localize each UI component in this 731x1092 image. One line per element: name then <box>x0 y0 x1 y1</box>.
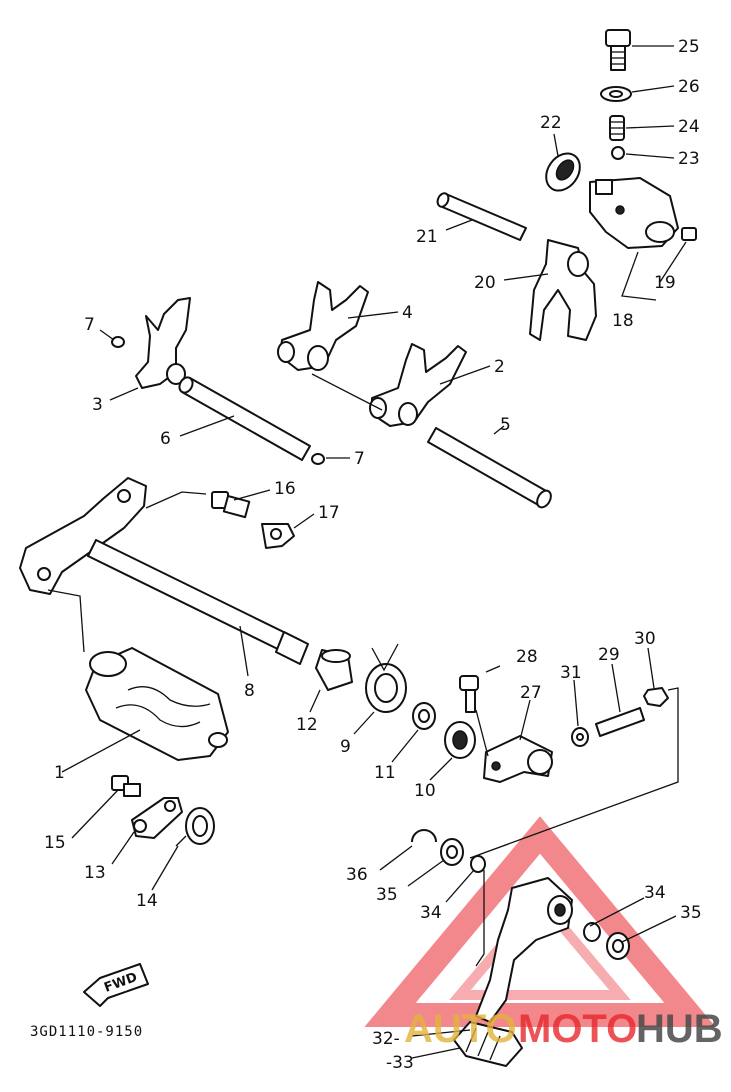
part-23-ball <box>611 146 625 160</box>
label-30: 30 <box>634 629 656 649</box>
leader-lines <box>47 45 687 1059</box>
part-16-bolt <box>211 491 251 519</box>
part-5-guide-bar <box>427 427 552 509</box>
label-26: 26 <box>678 77 700 97</box>
part-14-spring <box>175 807 215 847</box>
part-13-stopper-lever <box>131 797 183 839</box>
part-31-nut <box>571 727 589 747</box>
part-12-collar <box>315 649 353 691</box>
part-32-shift-pedal <box>475 877 573 1023</box>
label-27: 27 <box>520 683 542 703</box>
part-28-bolt <box>459 675 479 713</box>
label-34: 34 <box>420 903 442 923</box>
fwd-arrow-icon: FWD <box>83 963 149 1007</box>
part-7-circlip-lower <box>311 453 325 465</box>
part-29-stud-bolt <box>595 707 645 737</box>
label-7-upper: 7 <box>84 315 95 335</box>
label-6: 6 <box>160 429 171 449</box>
part-10-oil-seal <box>444 721 476 759</box>
label-28: 28 <box>516 647 538 667</box>
part-22-oil-seal <box>545 152 581 192</box>
label-35-right: 35 <box>680 903 702 923</box>
label-32: 32- <box>372 1029 400 1049</box>
label-21: 21 <box>416 227 438 247</box>
part-15-bolt <box>111 775 141 797</box>
part-21-guide-bar <box>436 192 527 241</box>
label-36: 36 <box>346 865 368 885</box>
part-35-washer <box>440 838 464 866</box>
label-22: 22 <box>540 113 562 133</box>
part-18-shift-arm <box>589 177 679 249</box>
part-2-shift-fork <box>369 343 467 427</box>
part-25-bolt <box>605 29 631 71</box>
part-34-o-ring <box>470 855 486 873</box>
part-26-washer-hole <box>609 90 623 98</box>
part-11-washer <box>412 702 436 730</box>
part-7-circlip-upper <box>111 336 125 348</box>
label-31: 31 <box>560 663 582 683</box>
label-24: 24 <box>678 117 700 137</box>
label-18: 18 <box>612 311 634 331</box>
label-13: 13 <box>84 863 106 883</box>
part-6-guide-bar <box>178 376 311 461</box>
label-35: 35 <box>376 885 398 905</box>
label-11: 11 <box>374 763 396 783</box>
part-20-shift-fork <box>529 239 597 341</box>
part-4-shift-fork <box>277 281 369 371</box>
label-1: 1 <box>54 763 65 783</box>
label-17: 17 <box>318 503 340 523</box>
label-23: 23 <box>678 149 700 169</box>
label-3: 3 <box>92 395 103 415</box>
part-24-spring <box>609 115 625 141</box>
part-9-return-spring <box>365 643 407 713</box>
watermark-auto: AUTO <box>404 1007 517 1051</box>
label-19: 19 <box>654 273 676 293</box>
label-7-lower: 7 <box>354 449 365 469</box>
watermark-text: AUTO MOTO HUB <box>404 1007 723 1051</box>
label-16: 16 <box>274 479 296 499</box>
catalog-code: 3GD1110-9150 <box>30 1024 143 1040</box>
part-34-o-ring-right <box>583 922 601 942</box>
label-8: 8 <box>244 681 255 701</box>
part-33-pedal-rubber <box>453 1021 523 1067</box>
part-1-shift-cam <box>85 647 229 761</box>
label-9: 9 <box>340 737 351 757</box>
watermark-moto: MOTO <box>518 1007 637 1051</box>
label-14: 14 <box>136 891 158 911</box>
part-19-pin <box>681 227 697 241</box>
part-35-washer-right <box>606 932 630 960</box>
label-25: 25 <box>678 37 700 57</box>
part-17-lock-washer <box>261 523 295 549</box>
label-15: 15 <box>44 833 66 853</box>
part-36-circlip <box>411 829 437 843</box>
label-10: 10 <box>414 781 436 801</box>
part-3-shift-fork <box>135 297 191 389</box>
part-30-nut <box>643 687 669 707</box>
part-8-shift-shaft <box>19 477 309 665</box>
label-2: 2 <box>494 357 505 377</box>
label-29: 29 <box>598 645 620 665</box>
part-27-stopper-lever <box>483 735 553 783</box>
label-12: 12 <box>296 715 318 735</box>
label-33: -33 <box>386 1053 414 1073</box>
label-4: 4 <box>402 303 413 323</box>
part-number-labels: 25 26 24 23 22 21 20 19 18 7 4 3 2 6 5 7… <box>44 37 702 1073</box>
label-34-right: 34 <box>644 883 666 903</box>
label-5: 5 <box>500 415 511 435</box>
watermark-hub: HUB <box>636 1007 723 1051</box>
label-20: 20 <box>474 273 496 293</box>
